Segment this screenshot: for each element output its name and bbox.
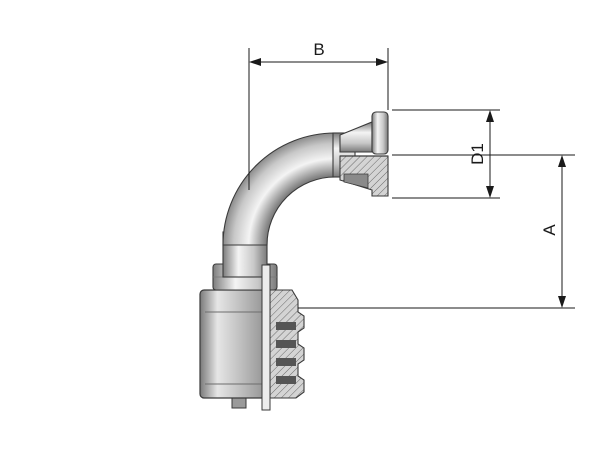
dimension-label-d1: D1 bbox=[468, 143, 487, 165]
dimension-label-a: A bbox=[540, 224, 559, 236]
arrow-b-left bbox=[249, 58, 261, 66]
dimension-label-b: B bbox=[313, 40, 324, 59]
arrow-d1-bottom bbox=[486, 186, 494, 198]
nipple-bore bbox=[261, 264, 271, 411]
dimension-arrows bbox=[249, 58, 566, 308]
arrow-d1-top bbox=[486, 110, 494, 122]
arrow-a-top bbox=[558, 155, 566, 167]
arrow-a-bottom bbox=[558, 296, 566, 308]
elbow-bend bbox=[222, 132, 336, 246]
dimension-lines bbox=[248, 48, 575, 309]
ferrule-section bbox=[269, 289, 305, 399]
flange-head bbox=[339, 111, 389, 197]
fitting-body bbox=[199, 111, 389, 411]
arrow-b-right bbox=[376, 58, 388, 66]
ferrule-shell bbox=[199, 289, 271, 399]
